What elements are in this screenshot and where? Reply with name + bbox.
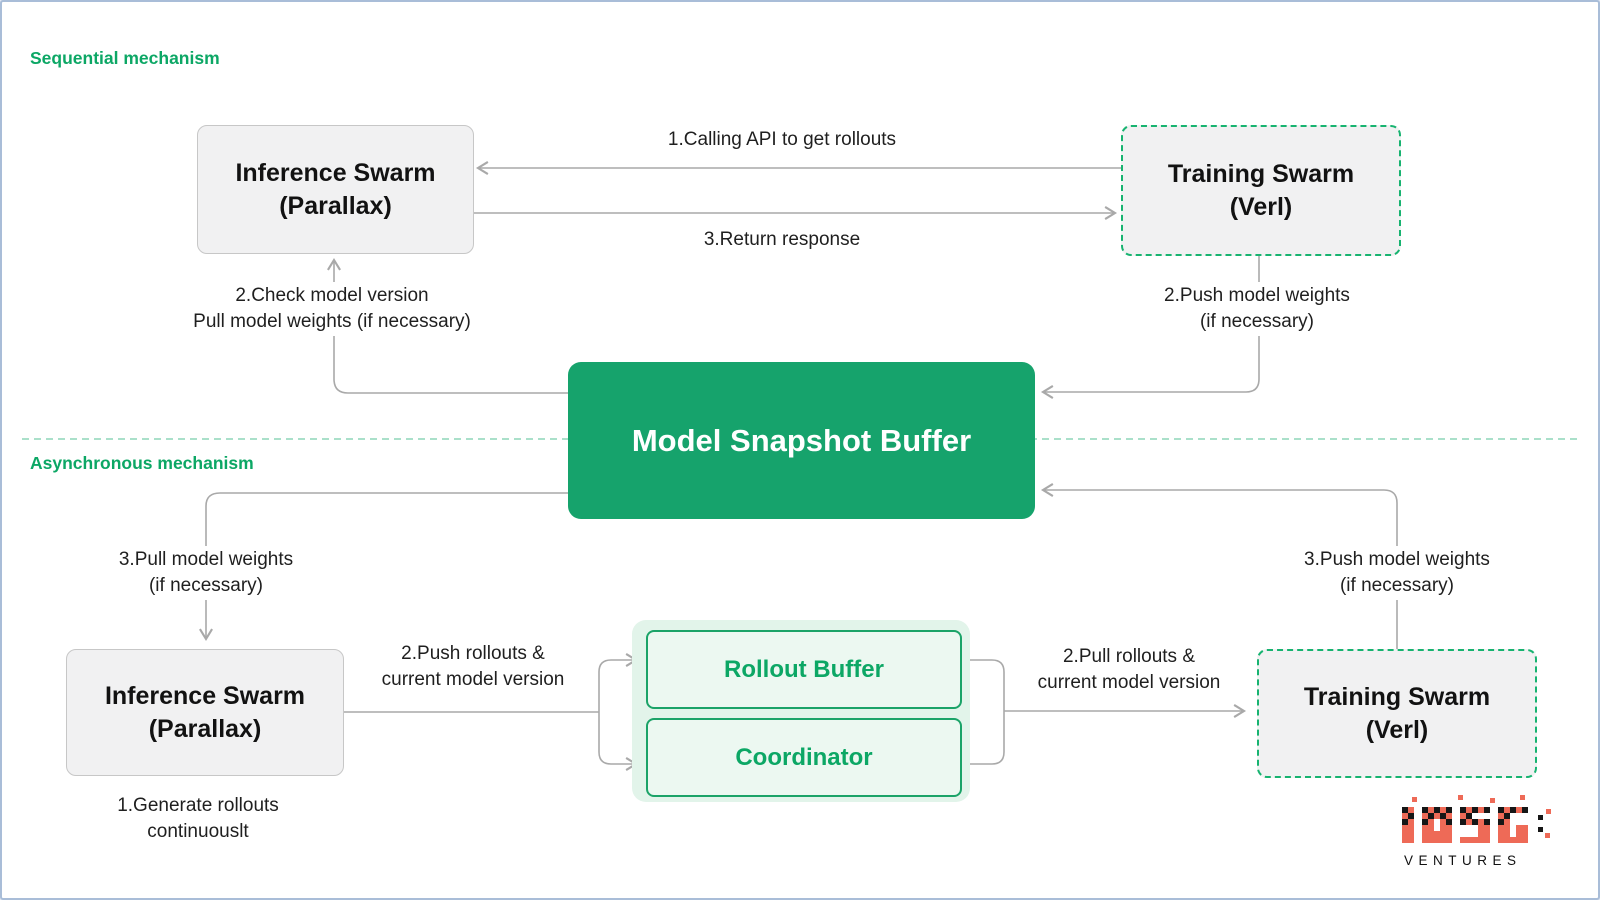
asynchronous-section-label: Asynchronous mechanism: [30, 453, 254, 473]
node-title: Coordinator: [735, 743, 873, 771]
node-seq-inference-swarm: Inference Swarm (Parallax): [197, 125, 474, 254]
node-async-inference-swarm: Inference Swarm (Parallax): [66, 649, 344, 776]
node-rollout-buffer: Rollout Buffer: [646, 630, 962, 709]
node-async-training-swarm: Training Swarm (Verl): [1257, 649, 1537, 778]
line-coordinator-out: [958, 711, 1005, 765]
label-return-response: 3.Return response: [698, 226, 866, 254]
label-push-rollouts: 2.Push rollouts & current model version: [376, 640, 570, 694]
label-async-push-weights: 3.Push model weights (if necessary): [1299, 546, 1495, 600]
node-title-line2: (Verl): [1365, 715, 1429, 744]
buffer-title: Model Snapshot Buffer: [631, 422, 972, 458]
iosg-logo-pixel-icon: [1402, 795, 1551, 843]
node-coordinator: Coordinator: [646, 718, 962, 797]
arrow-into-coordinator: [598, 712, 639, 771]
node-title-line2: (Parallax): [148, 714, 262, 743]
sequential-section-label: Sequential mechanism: [30, 48, 220, 68]
node-title-line2: (Verl): [1229, 192, 1293, 221]
node-title-line1: Training Swarm: [1303, 682, 1491, 711]
label-pull-rollouts: 2.Pull rollouts & current model version: [1032, 643, 1226, 697]
node-model-snapshot-buffer: Model Snapshot Buffer: [568, 362, 1035, 519]
arrow-seq-push-weights: [1040, 252, 1260, 399]
label-generate-rollouts: 1.Generate rollouts continuouslt: [112, 792, 284, 846]
node-title-line1: Inference Swarm: [104, 681, 306, 710]
label-calling-api: 1.Calling API to get rollouts: [662, 126, 902, 154]
node-title-line1: Training Swarm: [1167, 159, 1355, 188]
arrow-into-rollout-buffer: [598, 653, 639, 712]
arrow-async-pull-weights: [199, 492, 568, 642]
node-title-line1: Inference Swarm: [235, 158, 436, 187]
node-title-line2: (Parallax): [279, 191, 392, 220]
label-check-model-version: 2.Check model version Pull model weights…: [188, 282, 476, 336]
arrow-async-push-weights: [1040, 483, 1398, 649]
label-seq-push-weights: 2.Push model weights (if necessary): [1159, 282, 1355, 336]
label-async-pull-weights: 3.Pull model weights (if necessary): [113, 546, 299, 600]
node-seq-training-swarm: Training Swarm (Verl): [1121, 125, 1401, 256]
iosg-ventures-logo: VENTURES: [1402, 795, 1562, 868]
node-title: Rollout Buffer: [724, 655, 884, 683]
arrow-seq-pull-weights: [327, 257, 568, 394]
line-rollout-buffer-out: [958, 659, 1005, 711]
logo-subtitle: VENTURES: [1404, 853, 1522, 868]
